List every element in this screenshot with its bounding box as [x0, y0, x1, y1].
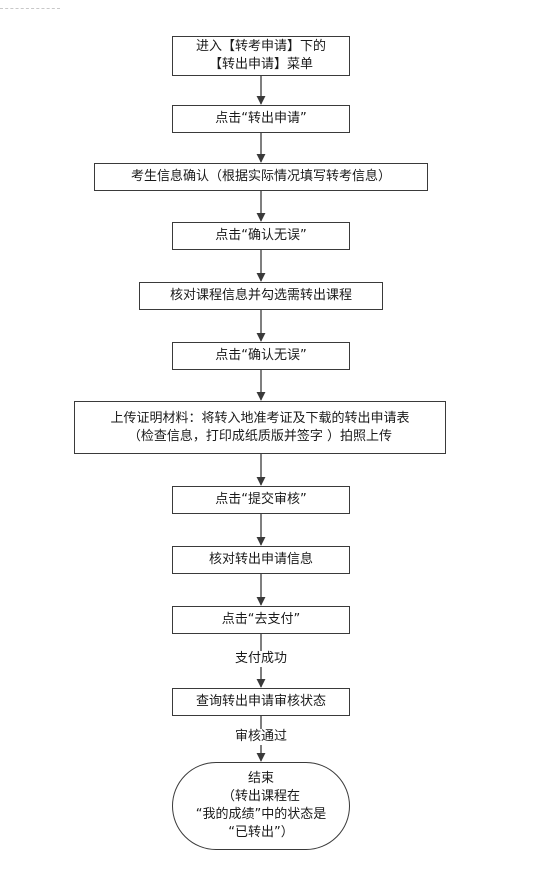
step-click-pay: 点击“去支付” [172, 606, 350, 634]
step-text-line: 进入【转考申请】下的 [195, 39, 326, 54]
step-text-line: 考生信息确认（根据实际情况填写转考信息） [130, 169, 391, 184]
step-click-transfer-out: 点击“转出申请” [172, 105, 350, 133]
step-text-line: 点击“转出申请” [215, 111, 307, 126]
step-text-line: “我的成绩”中的状态是 [195, 807, 327, 822]
step-text-line: 上传证明材料：将转入地准考证及下载的转出申请表 [110, 410, 410, 426]
step-text-line: （检查信息，打印成纸质版并签字 ）拍照上传 [127, 428, 393, 444]
step-query-status: 查询转出申请审核状态 [172, 688, 350, 716]
step-click-confirm-1: 点击“确认无误” [172, 222, 350, 250]
edge-label: 支付成功 [233, 651, 290, 667]
step-end: 结束 （转出课程在 “我的成绩”中的状态是 “已转出”） [172, 762, 350, 850]
step-check-application: 核对转出申请信息 [172, 546, 350, 574]
step-click-submit: 点击“提交审核” [172, 486, 350, 514]
step-text-line: 【转出申请】菜单 [208, 57, 313, 72]
step-text-line: 查询转出申请审核状态 [195, 694, 326, 709]
step-text-line: 点击“确认无误” [215, 348, 307, 363]
step-click-confirm-2: 点击“确认无误” [172, 342, 350, 370]
step-text-line: 核对转出申请信息 [208, 552, 313, 567]
edge-label: 审核通过 [233, 729, 290, 745]
step-confirm-info: 考生信息确认（根据实际情况填写转考信息） [94, 163, 428, 191]
step-text-line: 点击“确认无误” [215, 228, 307, 243]
top-left-mark [0, 0, 60, 9]
step-text-line: （转出课程在 [221, 789, 300, 804]
step-check-courses: 核对课程信息并勾选需转出课程 [139, 282, 383, 310]
step-text-line: 点击“提交审核” [215, 492, 307, 507]
step-upload-proof: 上传证明材料：将转入地准考证及下载的转出申请表 （检查信息，打印成纸质版并签字 ）… [74, 401, 446, 454]
step-text-line: 点击“去支付” [221, 612, 301, 627]
step-text-line: “已转出”） [228, 825, 294, 840]
step-text-line: 核对课程信息并勾选需转出课程 [169, 288, 352, 303]
step-text-line: 结束 [247, 771, 274, 786]
step-enter-menu: 进入【转考申请】下的【转出申请】菜单 [172, 36, 350, 76]
